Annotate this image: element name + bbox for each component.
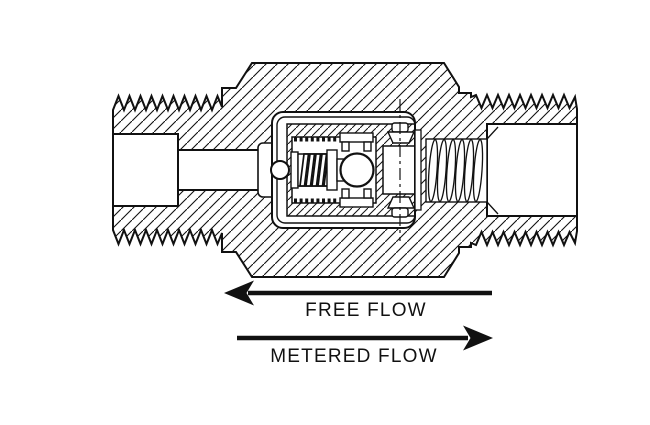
seat-pin xyxy=(386,122,416,218)
free-flow-arrowhead-icon xyxy=(224,280,254,306)
right-outlet-bore xyxy=(486,123,578,217)
spring xyxy=(297,153,335,187)
female-thread xyxy=(427,126,499,215)
metered-flow-arrow xyxy=(237,325,493,351)
free-flow-label: FREE FLOW xyxy=(305,300,427,321)
orifice-ball xyxy=(270,160,290,180)
left-counterbore xyxy=(112,133,179,207)
spring-seat xyxy=(290,151,299,189)
check-ball xyxy=(339,152,375,188)
metered-flow-label: METERED FLOW xyxy=(270,346,437,367)
free-flow-arrow xyxy=(224,280,492,306)
left-inlet-bore xyxy=(177,149,263,191)
ball-retainer xyxy=(339,132,374,208)
check-valve-cartridge xyxy=(270,99,422,241)
metered-flow-arrowhead-icon xyxy=(463,325,493,351)
seat-washer xyxy=(414,129,422,211)
